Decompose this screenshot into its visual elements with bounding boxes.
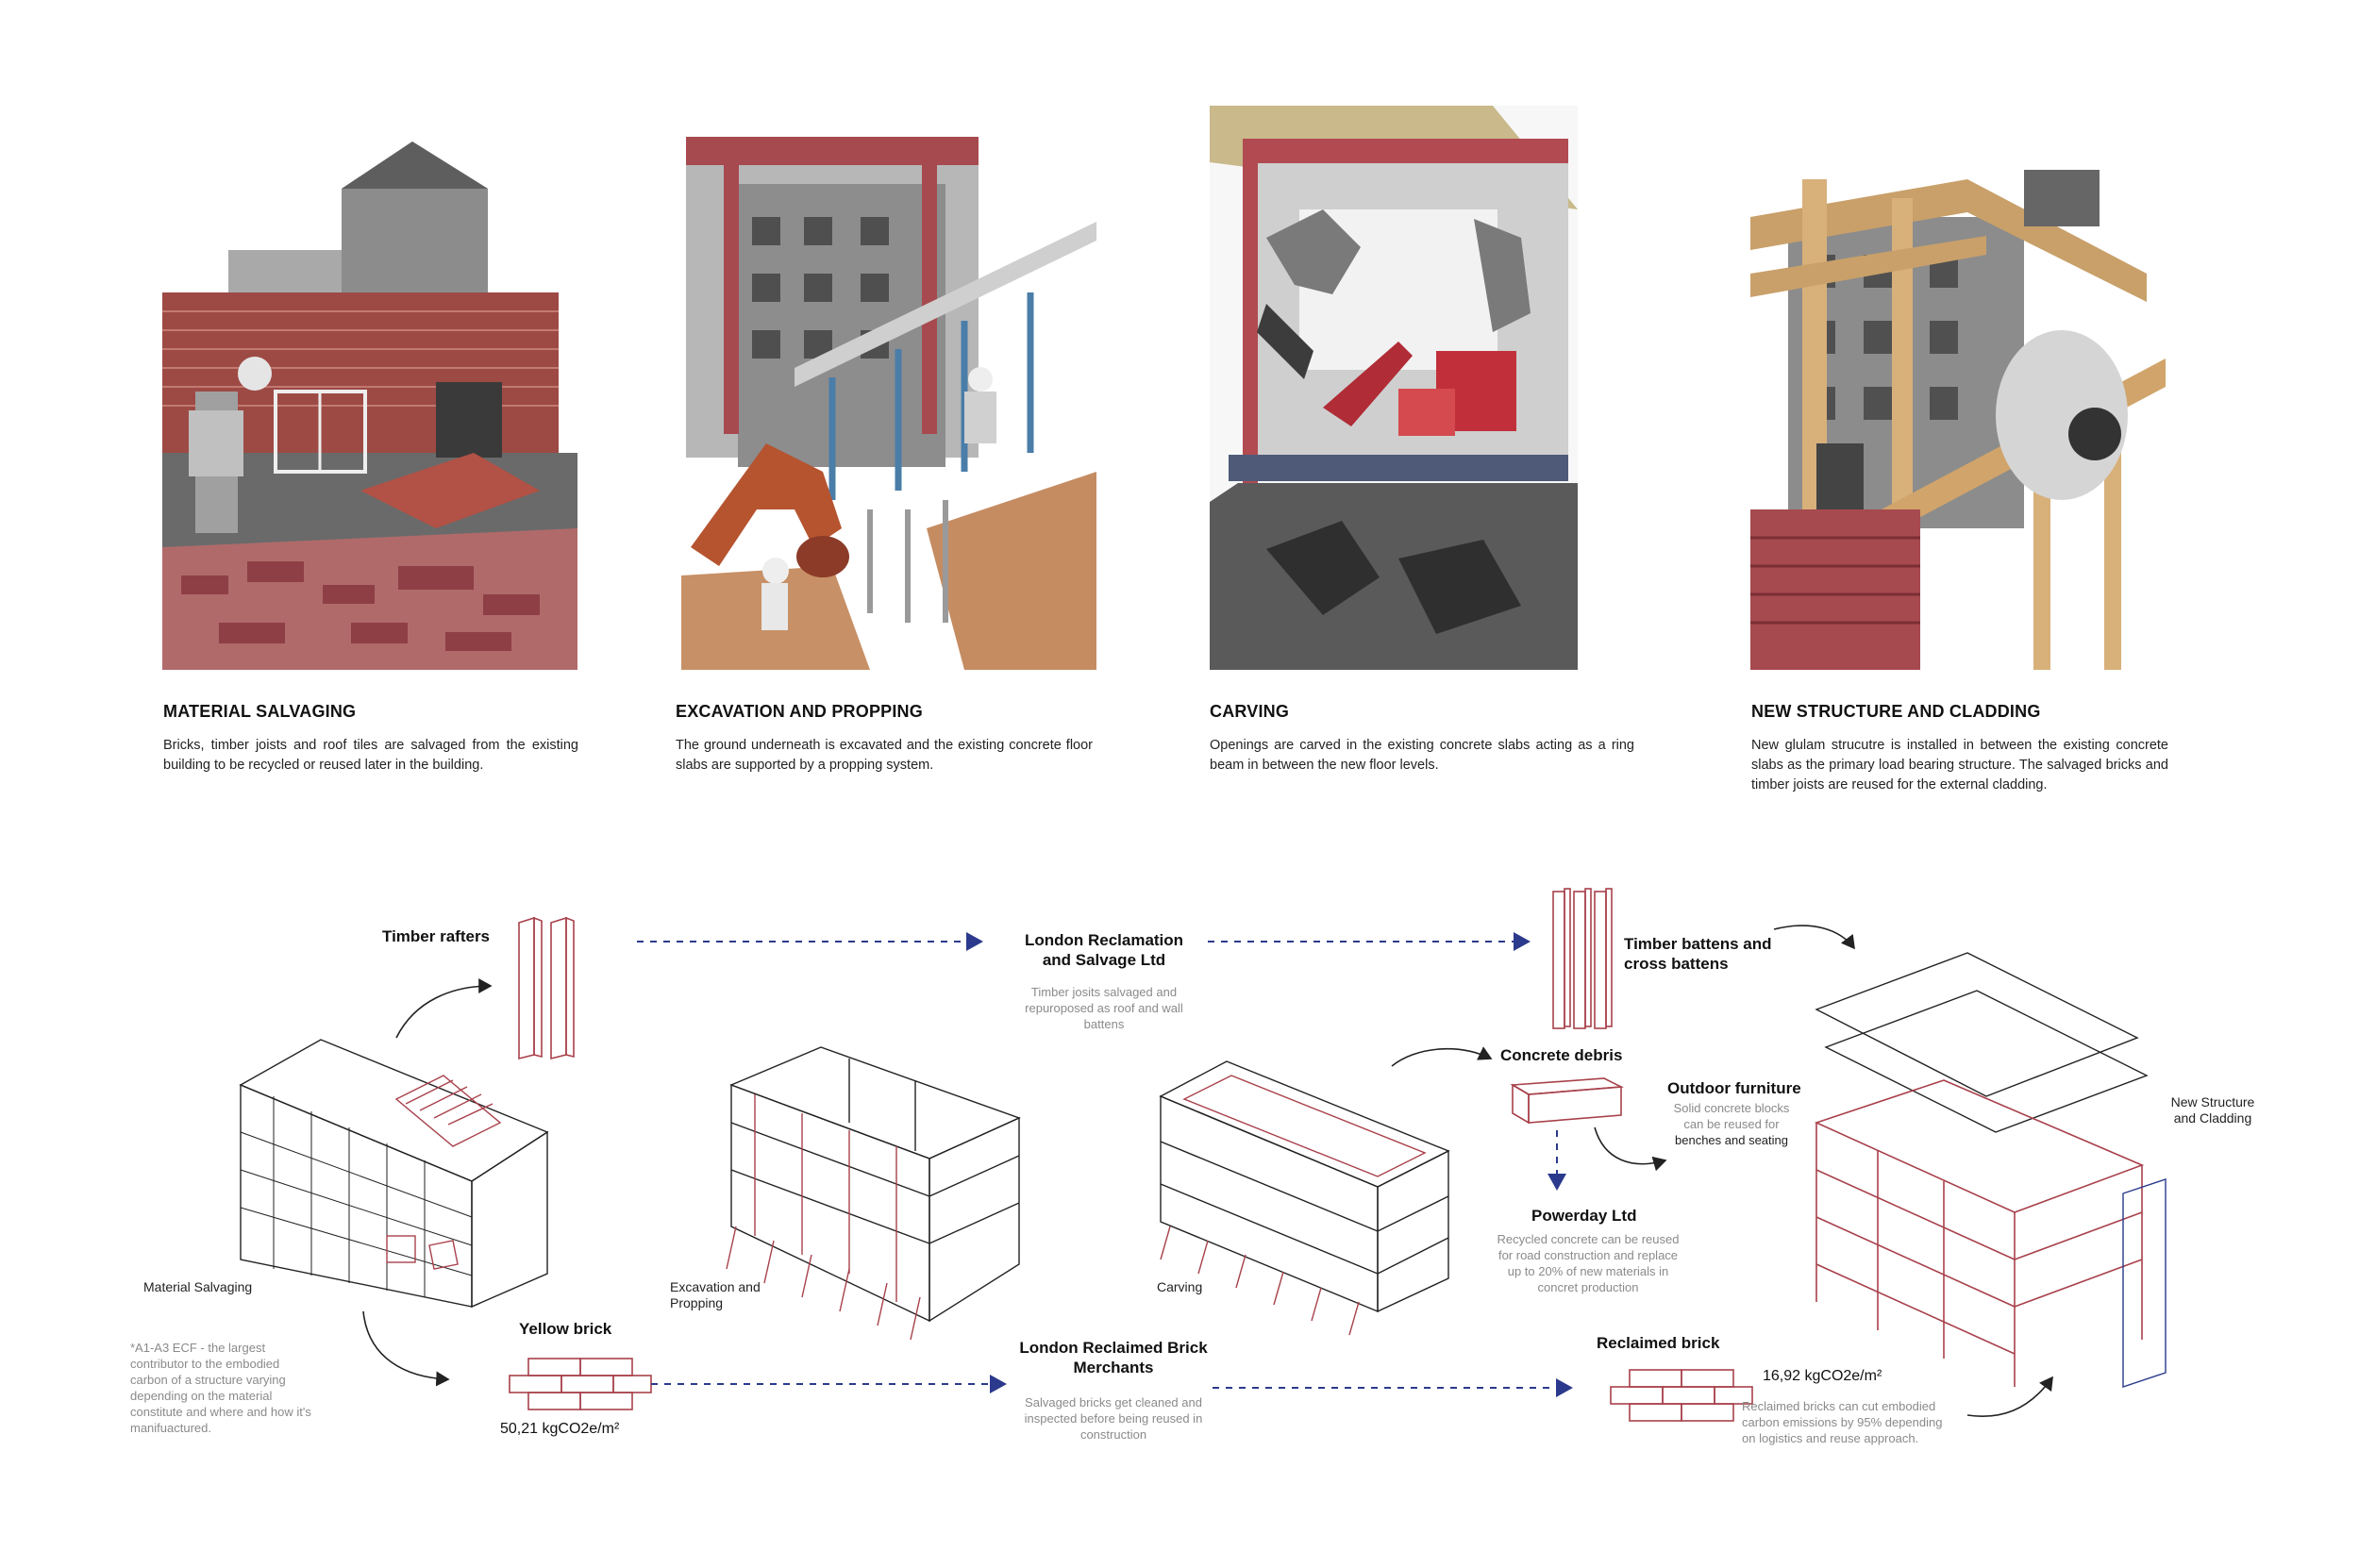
new-structure-collage [1750, 160, 2166, 670]
material-salvaging-image [162, 142, 577, 670]
step-title-new-structure: NEW STRUCTURE AND CLADDING [1751, 702, 2041, 721]
excavation-collage [681, 132, 1096, 670]
reclaimed-brick-note: Reclaimed bricks can cut embodied carbon… [1742, 1399, 1943, 1445]
step-desc-new-structure: New glulam strucutre is installed in bet… [1751, 738, 2168, 792]
reclaimed-brick-value: 16,92 kgCO2e/m² [1763, 1368, 1882, 1384]
material-salvaging-label: Material Salvaging [143, 1279, 253, 1294]
material-salvaging-collage [162, 132, 577, 670]
concrete-debris-icon [1510, 1077, 1624, 1125]
step-desc-salvaging: Bricks, timber joists and roof tiles are… [163, 738, 578, 773]
step-title-salvaging: MATERIAL SALVAGING [163, 702, 357, 721]
brick-merchants-note: Salvaged bricks get cleaned and inspecte… [1024, 1395, 1203, 1442]
outdoor-furniture-note: Solid concrete blocks can be reused for … [1673, 1101, 1790, 1147]
step-desc-excavation: The ground underneath is excavated and t… [676, 738, 1093, 773]
excavation-propping-label: Excavation and Propping [670, 1279, 761, 1310]
timber-rafters-icon [518, 916, 575, 1060]
ecf-note: *A1-A3 ECF - the largest contributor to … [130, 1341, 311, 1435]
yellow-brick-label: Yellow brick [519, 1320, 612, 1338]
step-desc-carving: Openings are carved in the existing conc… [1210, 738, 1634, 773]
new-structure-image [1750, 160, 2166, 670]
material-salvaging-sketch [239, 1039, 549, 1309]
timber-rafters-label: Timber rafters [382, 927, 491, 945]
step-title-excavation: EXCAVATION AND PROPPING [676, 702, 923, 721]
new-structure-label: New Structure and Cladding [2170, 1094, 2255, 1126]
carving-collage [1210, 106, 1578, 670]
yellow-brick-value: 50,21 kgCO2e/m² [500, 1421, 620, 1437]
timber-battens-icon [1552, 888, 1613, 1029]
brick-merchants-label: London Reclaimed Brick Merchants [1019, 1339, 1208, 1376]
outdoor-furniture-label: Outdoor furniture [1667, 1079, 1801, 1097]
carving-label: Carving [1157, 1279, 1203, 1294]
london-reclamation-label: London Reclamation and Salvage Ltd [1024, 931, 1184, 969]
reclaimed-brick-icon [1610, 1369, 1753, 1422]
new-structure-sketch [1814, 952, 2167, 1388]
step-title-carving: CARVING [1210, 702, 1290, 721]
powerday-label: Powerday Ltd [1531, 1207, 1637, 1225]
timber-battens-label: Timber battens and cross battens [1624, 935, 1772, 973]
yellow-brick-icon [509, 1358, 652, 1410]
reclaimed-brick-label: Reclaimed brick [1597, 1334, 1720, 1352]
powerday-note: Recycled concrete can be reused for road… [1497, 1232, 1680, 1294]
carving-image [1210, 106, 1578, 670]
concrete-debris-label: Concrete debris [1500, 1046, 1623, 1064]
excavation-image [681, 137, 1096, 670]
carving-sketch [1159, 1060, 1450, 1336]
london-reclamation-note: Timber josits salvaged and repuroposed a… [1025, 985, 1183, 1031]
